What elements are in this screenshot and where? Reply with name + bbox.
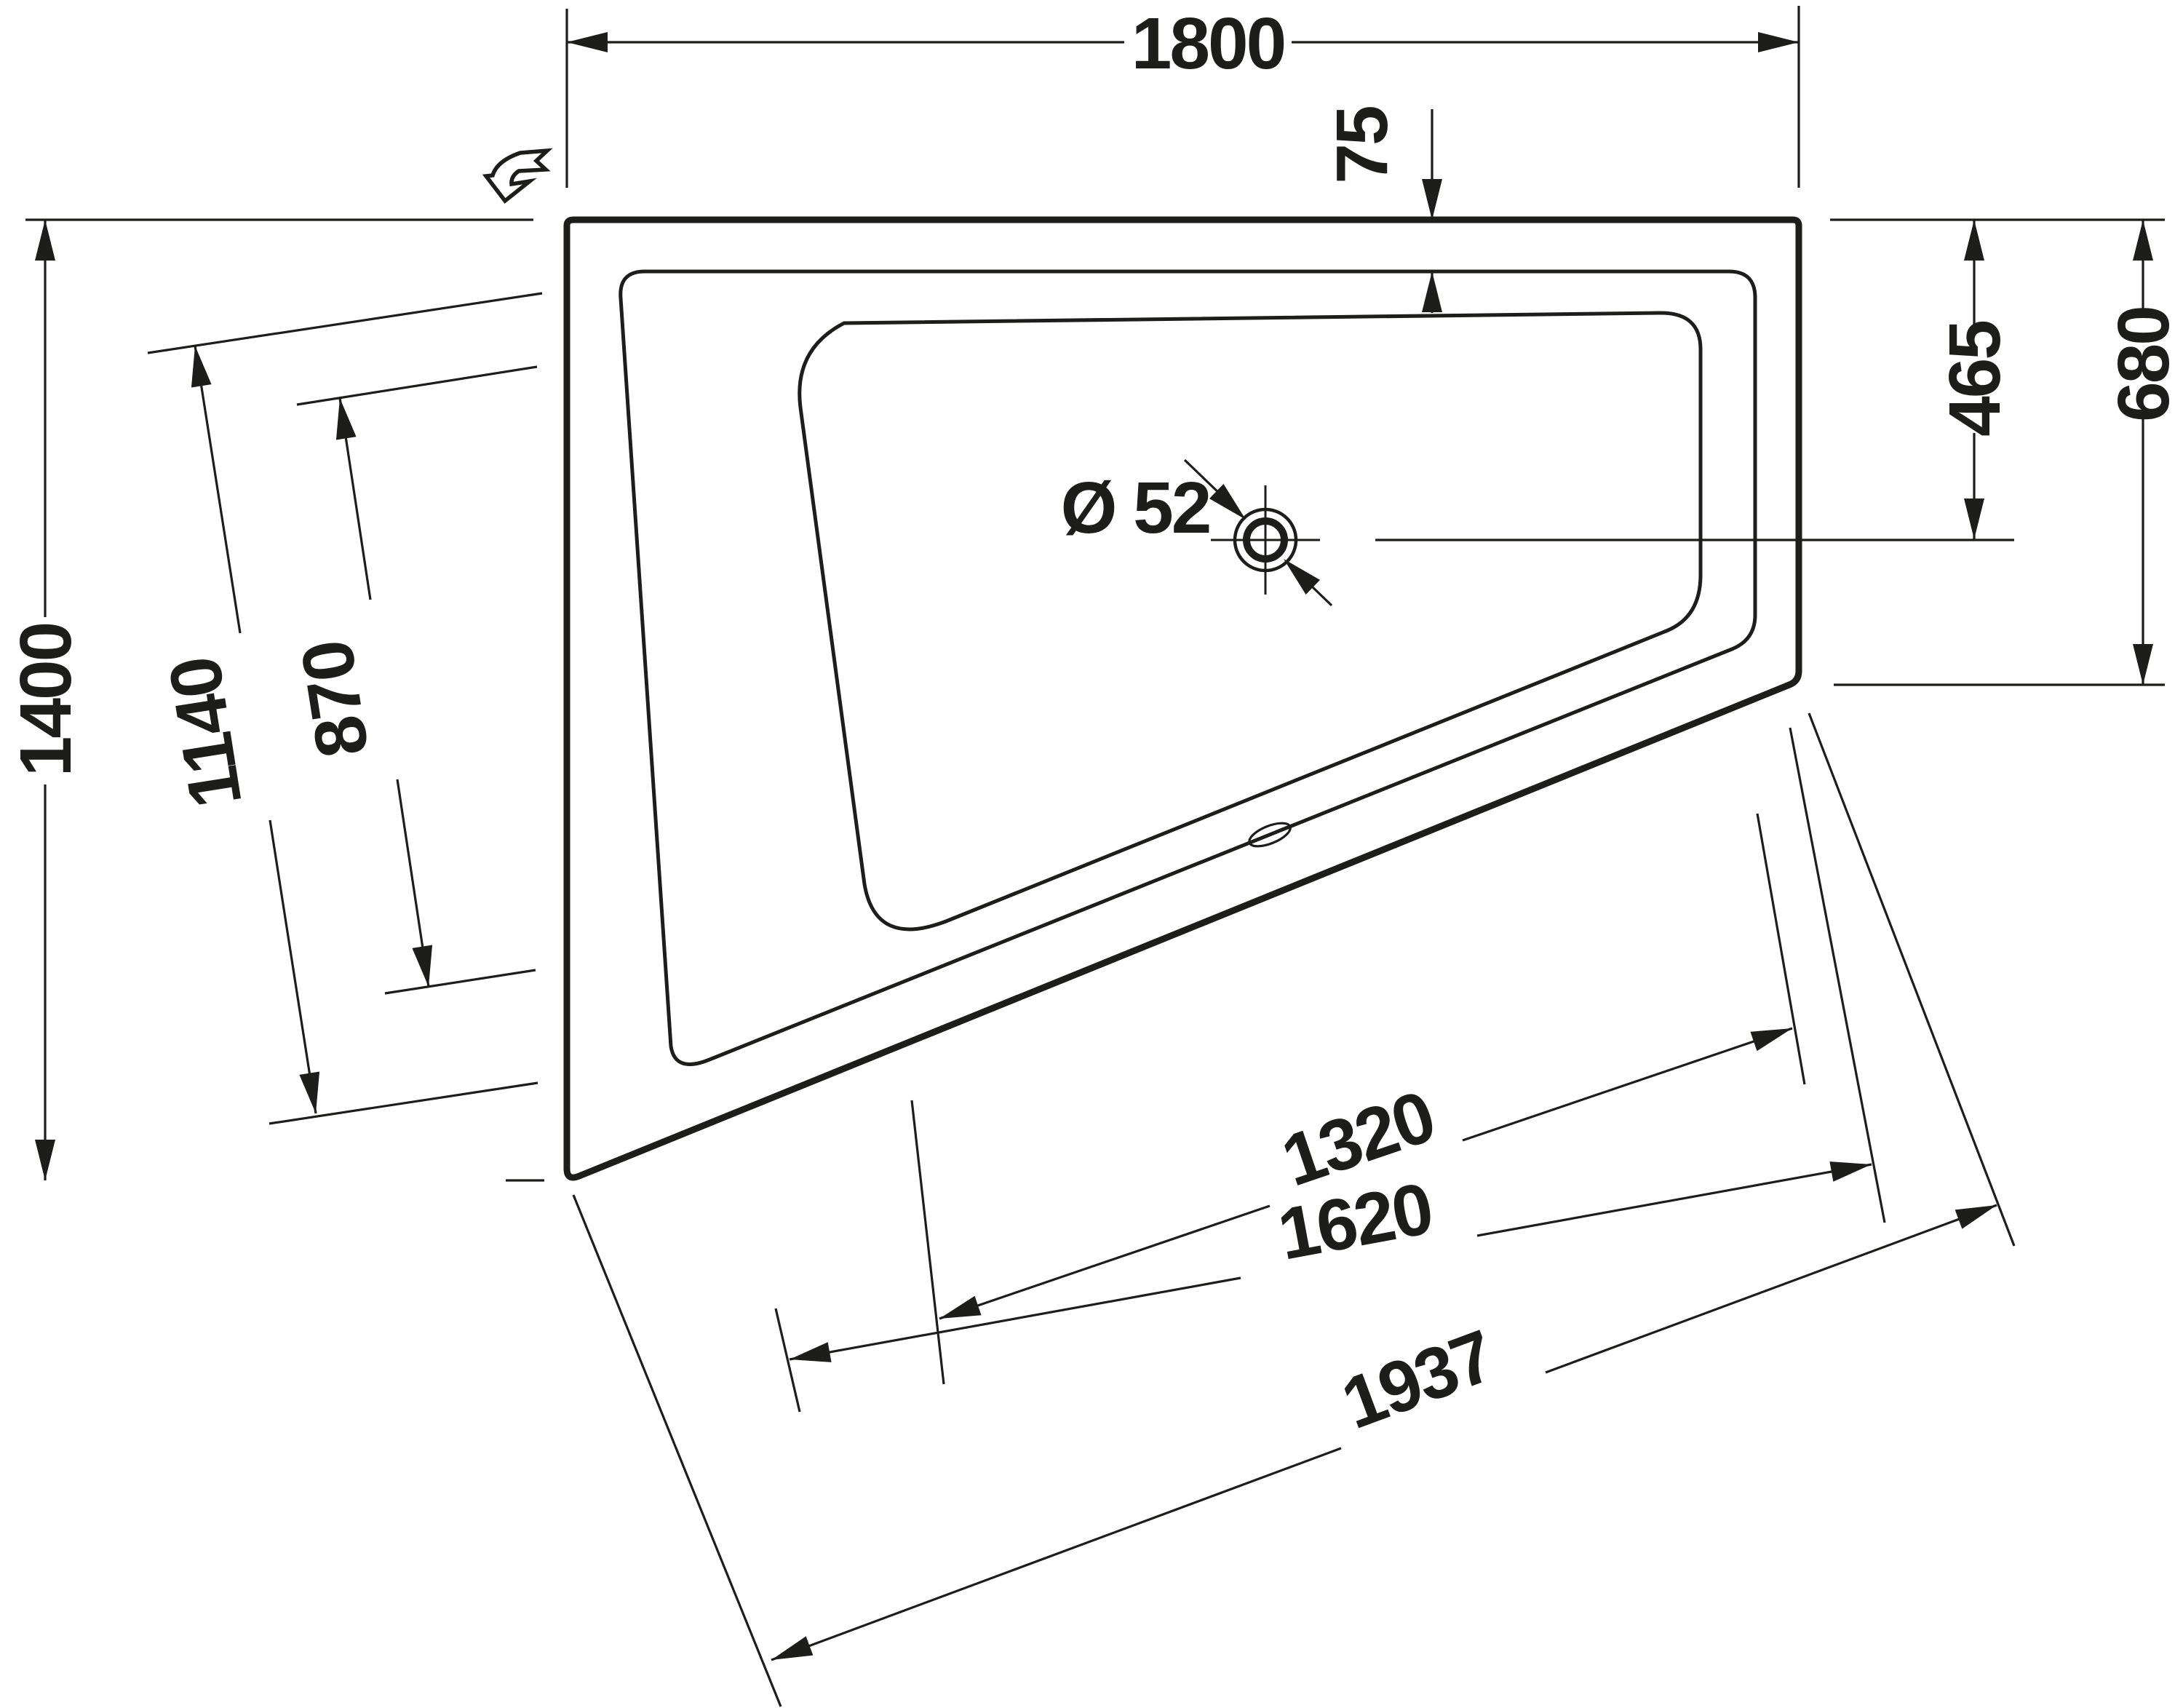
dim-line-1140-upper [194, 345, 242, 634]
dim-870: 870 [286, 365, 538, 995]
dim-line-1937-left-seg [771, 1447, 1342, 1661]
dim-75: 75 [1321, 107, 1442, 313]
dim-line-1140-lower [269, 819, 317, 1114]
dim-680: 680 [2103, 220, 2183, 685]
basin-contour [798, 311, 1703, 932]
dim-label-1140: 1140 [154, 653, 258, 813]
arrow-1400-up [35, 220, 55, 261]
dim-label-1937: 1937 [1332, 1315, 1503, 1445]
arrow-870-up [335, 398, 357, 440]
arrow-465-up [1964, 220, 1984, 261]
dim-label-1800: 1800 [1132, 3, 1284, 84]
dim-label-870: 870 [286, 637, 384, 763]
arrow-680-down [2133, 644, 2153, 685]
dim-1320: 1320 [910, 813, 1806, 1385]
tub-outer-outline [563, 216, 1802, 1181]
dim-line-1620-right-seg [1476, 1163, 1872, 1237]
dim-label-465: 465 [1934, 322, 2016, 437]
dim-label-1400: 1400 [5, 624, 87, 776]
dim-line-1320-left-seg [939, 1204, 1271, 1320]
ext-line-1620-right [1789, 727, 1886, 1223]
ext-line-1937-left [572, 1194, 782, 1707]
ext-line-1140-bottom [269, 1081, 538, 1125]
dim-465: 465 [1934, 220, 2016, 539]
dim-line-1620-left-seg [789, 1276, 1241, 1361]
dim-line-1320-right-seg [1462, 1027, 1793, 1142]
dim-line-1937-right-seg [1545, 1204, 1997, 1374]
ext-line-1620-left [774, 1308, 801, 1413]
arrow-1937-right [1955, 1205, 1997, 1229]
drain-leader-arrow-upper [1209, 484, 1246, 520]
arrow-1937-left [771, 1636, 814, 1660]
bathtub [563, 216, 1802, 1181]
arrow-1140-down [299, 1071, 320, 1113]
dim-1800: 1800 [565, 3, 1800, 188]
tub-inner-rim [619, 269, 1757, 1066]
arrow-680-up [2133, 220, 2153, 261]
dim-label-drain-diameter: Ø 52 [1061, 467, 1210, 549]
ext-line-870-top [296, 365, 538, 406]
arrow-1320-left [939, 1295, 982, 1319]
dim-label-680: 680 [2103, 307, 2183, 422]
arrow-465-down [1964, 499, 1984, 539]
arrow-75-down [1422, 179, 1442, 220]
arrow-1320-right [1750, 1028, 1792, 1052]
curved-flag-arrow-icon [482, 148, 553, 204]
arrow-1800-right [1758, 32, 1799, 52]
arrow-870-down [412, 945, 433, 987]
overflow-mark [1248, 822, 1292, 848]
drain-leader-arrow-lower [1284, 559, 1321, 595]
ext-line-1937-right [1808, 712, 2016, 1247]
drain: Ø 52 [1061, 458, 1333, 607]
arrow-1620-left [790, 1342, 832, 1362]
ext-line-1320-left [910, 1100, 945, 1385]
ext-line-1320-right [1756, 813, 1806, 1085]
dim-1400: 1400 [5, 220, 87, 1180]
ext-line-870-bottom [384, 969, 536, 995]
dim-label-75: 75 [1321, 107, 1403, 184]
arrow-1800-left [567, 32, 608, 52]
arrow-75-up [1422, 271, 1442, 312]
arrow-1620-right [1829, 1161, 1872, 1182]
ext-line-1140-top [147, 292, 543, 354]
arrow-1140-up [191, 346, 212, 388]
reference-lines [25, 218, 2165, 1182]
arrow-1400-down [35, 1140, 55, 1180]
